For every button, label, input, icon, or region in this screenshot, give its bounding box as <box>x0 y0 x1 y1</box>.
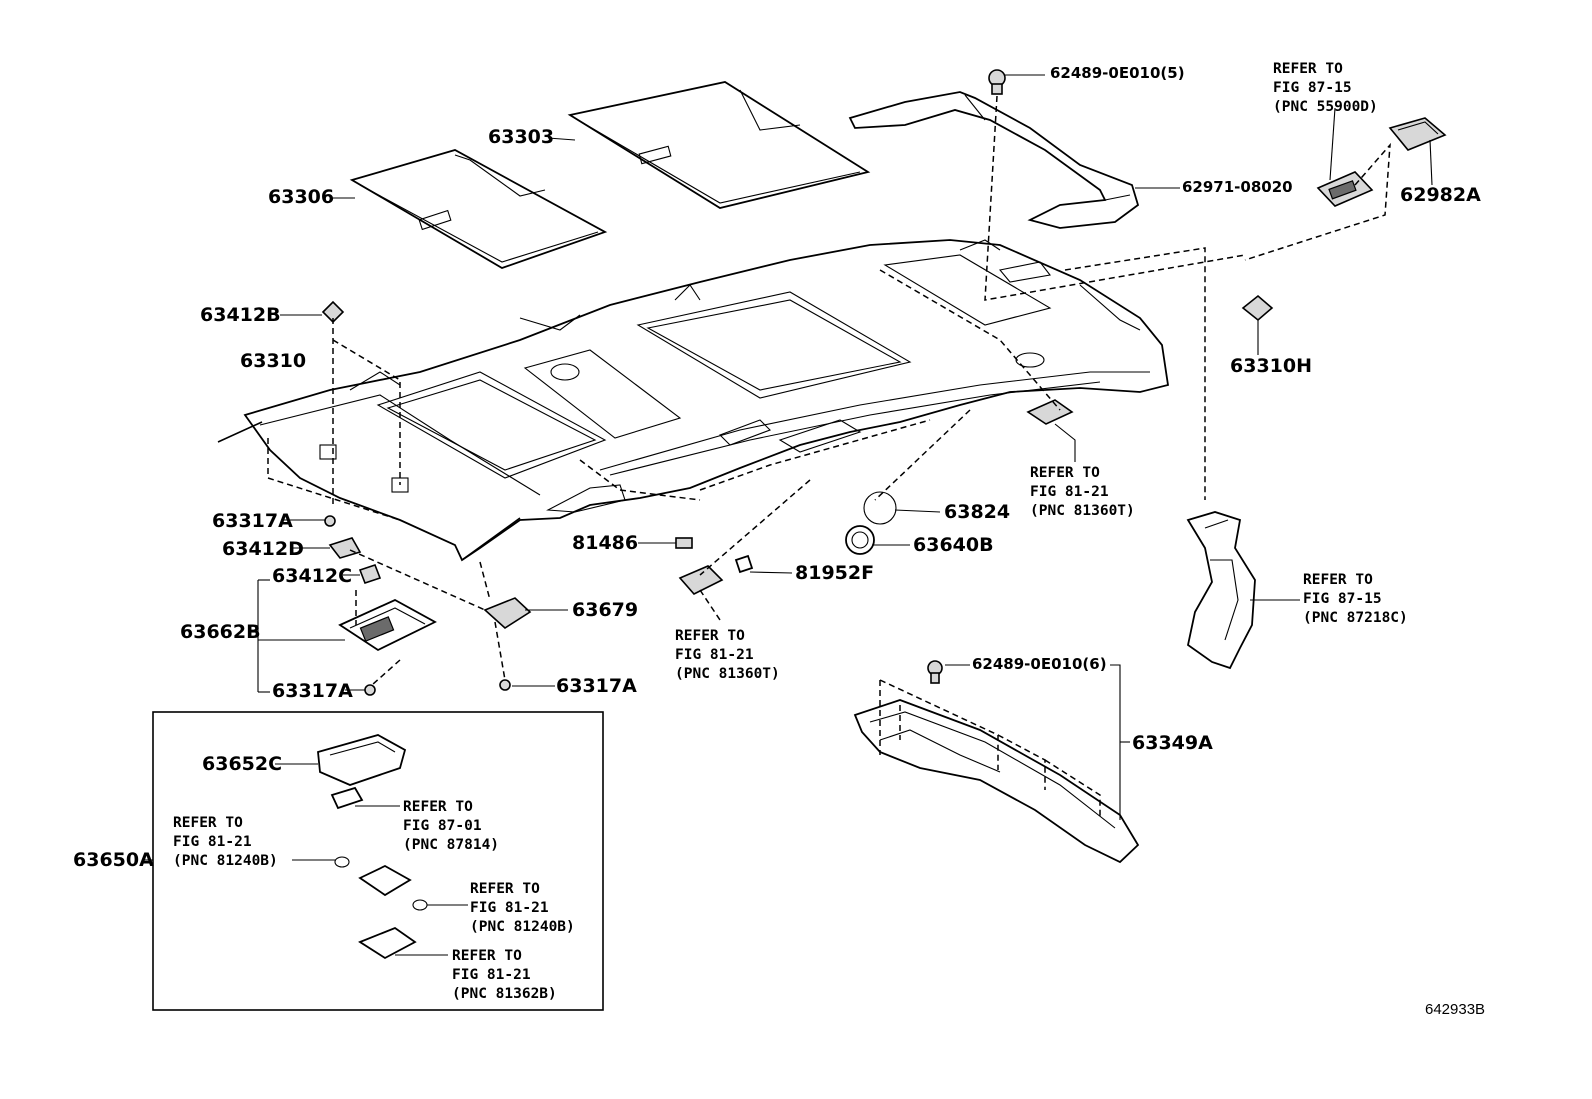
label-63317a-1: 63317A <box>212 510 293 532</box>
duct-87218c-drawing <box>1186 511 1256 670</box>
ref-line: FIG 81-21 <box>470 899 549 916</box>
ref-line: REFER TO <box>675 628 745 644</box>
ref-note-81360t-right: REFER TO FIG 81-21 (PNC 81360T) <box>1030 464 1135 521</box>
label-62489-top: 62489-0E010(5) <box>1050 64 1185 82</box>
screw-63317a-3-drawing <box>499 679 511 691</box>
ref-line: (PNC 81360T) <box>1030 502 1135 519</box>
ring-63824-drawing <box>863 491 897 525</box>
ref-line: REFER TO <box>452 948 522 964</box>
sunshade-63303-drawing <box>567 81 871 209</box>
clip-63412d-drawing <box>328 537 362 559</box>
ref-line: (PNC 55900D) <box>1273 98 1378 115</box>
plug-81486-drawing <box>675 537 693 549</box>
duct-62971-drawing <box>848 91 1140 229</box>
label-63412d: 63412D <box>222 538 304 560</box>
clip-62489-top-drawing <box>988 69 1006 95</box>
label-63306: 63306 <box>268 186 335 208</box>
ref-line: (PNC 87814) <box>403 836 500 853</box>
rail-63349a-drawing <box>853 660 1140 864</box>
leader-lines <box>143 74 1433 956</box>
label-63412b: 63412B <box>200 304 281 326</box>
drawing-code: 642933B <box>1425 1001 1486 1018</box>
sunshade-63306-drawing <box>349 149 608 269</box>
label-63662b: 63662B <box>180 621 261 643</box>
lamp-81360t-mid-drawing <box>678 565 724 595</box>
screw-63317a-1-drawing <box>324 515 336 527</box>
ref-line: REFER TO <box>1303 572 1373 588</box>
label-63824: 63824 <box>944 501 1011 523</box>
ref-note-81240b-right: REFER TO FIG 81-21 (PNC 81240B) <box>470 880 575 937</box>
label-63650a: 63650A <box>73 849 154 871</box>
lamp-81360t-right-drawing <box>1026 399 1074 425</box>
label-62489-bottom: 62489-0E010(6) <box>972 655 1107 673</box>
label-63317a-3: 63317A <box>556 675 637 697</box>
label-62971: 62971-08020 <box>1182 178 1293 196</box>
ref-note-55900d: REFER TO FIG 87-15 (PNC 55900D) <box>1273 60 1378 117</box>
dashed-lines <box>267 95 1391 818</box>
lamp-55900d-drawing <box>1316 171 1374 207</box>
ref-note-87218c: REFER TO FIG 87-15 (PNC 87218C) <box>1303 571 1408 628</box>
headliner-63310-drawing <box>217 239 1170 562</box>
ref-line: REFER TO <box>1030 465 1100 481</box>
lamp-assembly-box <box>152 711 604 1011</box>
lamp-63662b-drawing <box>338 598 437 652</box>
ref-line: FIG 87-15 <box>1303 590 1382 607</box>
label-81486: 81486 <box>572 532 639 554</box>
label-63310: 63310 <box>240 350 307 372</box>
label-63640b: 63640B <box>913 534 994 556</box>
ref-line: FIG 87-01 <box>403 817 482 834</box>
ref-note-81362b: REFER TO FIG 81-21 (PNC 81362B) <box>452 947 557 1004</box>
ref-line: FIG 87-15 <box>1273 79 1352 96</box>
ref-line: (PNC 81360T) <box>675 665 780 682</box>
label-63412c: 63412C <box>272 565 353 587</box>
ref-line: REFER TO <box>470 881 540 897</box>
lamp-62982a-drawing <box>1388 117 1447 151</box>
ref-note-87814: REFER TO FIG 87-01 (PNC 87814) <box>403 798 499 855</box>
ref-line: (PNC 81362B) <box>452 985 557 1002</box>
ref-line: FIG 81-21 <box>1030 483 1109 500</box>
ref-note-81360t-mid: REFER TO FIG 81-21 (PNC 81360T) <box>675 627 780 684</box>
label-63310h: 63310H <box>1230 355 1313 377</box>
label-63317a-2: 63317A <box>272 680 353 702</box>
ref-line: REFER TO <box>403 799 473 815</box>
ring-63640b-drawing <box>845 525 875 555</box>
ref-line: REFER TO <box>173 815 243 831</box>
ref-line: REFER TO <box>1273 61 1343 77</box>
ref-note-81240b-left: REFER TO FIG 81-21 (PNC 81240B) <box>173 814 278 871</box>
clip-63412c-drawing <box>358 563 382 585</box>
label-63303: 63303 <box>488 126 555 148</box>
label-63679: 63679 <box>572 599 639 621</box>
ref-line: FIG 81-21 <box>675 646 754 663</box>
label-81952f: 81952F <box>795 562 875 584</box>
ref-line: FIG 81-21 <box>452 966 531 983</box>
bracket-63679-drawing <box>483 597 532 630</box>
ref-line: (PNC 81240B) <box>173 852 278 869</box>
clip-63310h-drawing <box>1241 294 1274 322</box>
ref-line: FIG 81-21 <box>173 833 252 850</box>
ref-line: (PNC 87218C) <box>1303 609 1408 626</box>
ref-line: (PNC 81240B) <box>470 918 575 935</box>
label-63349a: 63349A <box>1132 732 1213 754</box>
label-63652c: 63652C <box>202 753 283 775</box>
screw-63317a-2-drawing <box>364 684 376 696</box>
clip-63412b-drawing <box>321 300 345 324</box>
label-62982a: 62982A <box>1400 184 1481 206</box>
pad-81952f-drawing <box>734 554 754 574</box>
